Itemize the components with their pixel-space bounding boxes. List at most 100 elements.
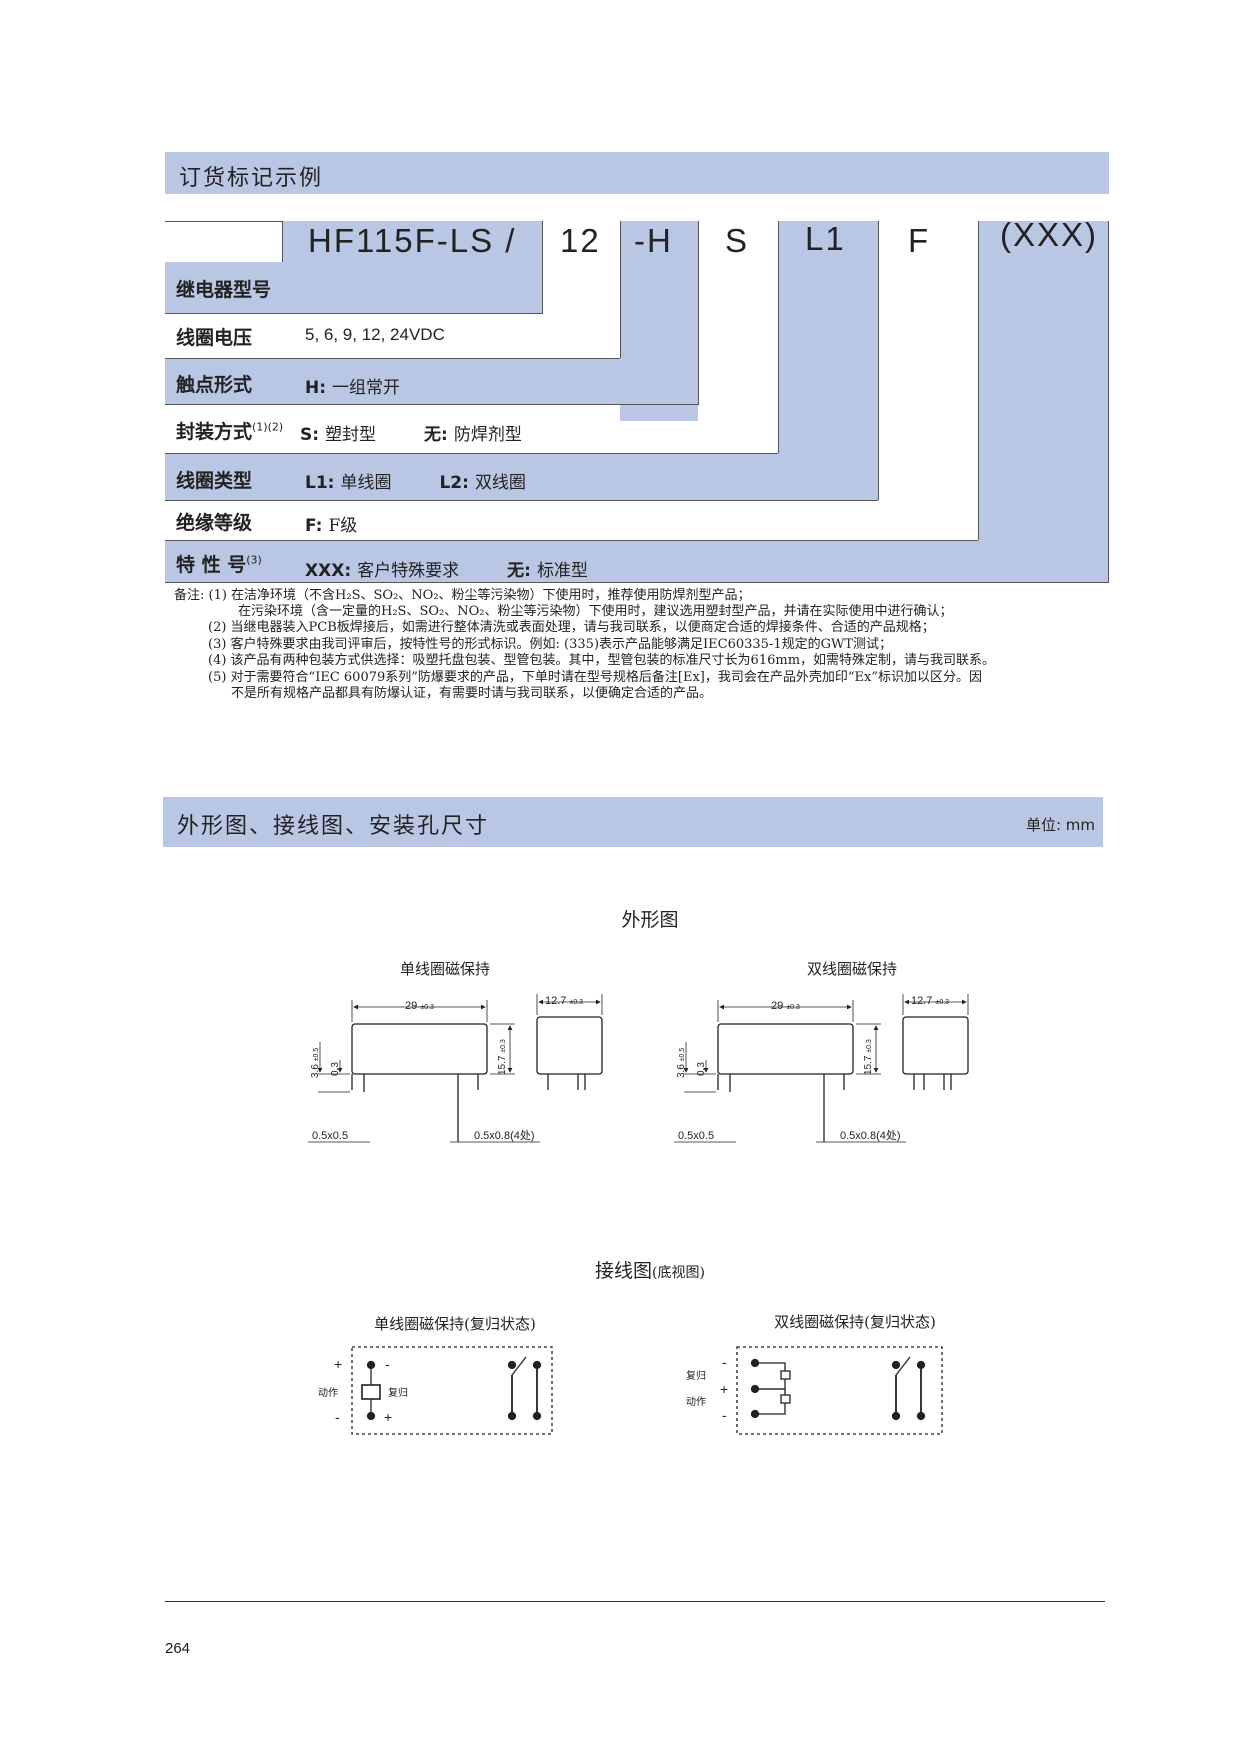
special-key1: XXX:	[305, 561, 352, 581]
outline-single-relay	[308, 994, 603, 1143]
row-label-coil: 线圈类型	[176, 470, 253, 492]
wiring-title-text: 接线图	[595, 1260, 653, 1282]
single-minus-top: -	[385, 1356, 390, 1372]
double-dim-03: 0.3	[696, 1062, 707, 1076]
row-value-voltage: 5, 6, 9, 12, 24VDC	[305, 325, 445, 344]
code-col-voltage	[542, 221, 620, 272]
wiring-single	[351, 1346, 553, 1435]
note-1: 备注: (1) 在洁净环境（不含H₂S、SO₂、NO₂、粉尘等污染物）下使用时，…	[174, 588, 751, 603]
double-dim-127: 12.7 ±0.3	[911, 995, 949, 1007]
code-special: (XXX)	[1000, 216, 1099, 253]
single-action: 动作	[318, 1387, 338, 1399]
wiring-title: 接线图(底视图)	[540, 1256, 760, 1283]
single-dim-127: 12.7 ±0.3	[545, 995, 583, 1007]
row-bg-special	[165, 540, 1108, 582]
dimensions-banner: 外形图、接线图、安装孔尺寸 单位: mm	[163, 797, 1103, 847]
special-label: 特 性 号	[176, 554, 247, 576]
double-minus-top: -	[722, 1354, 727, 1370]
coil-key1: L1:	[305, 473, 335, 493]
single-plus-bottom: +	[384, 1409, 392, 1425]
footer-rule	[165, 1601, 1105, 1602]
double-dim-36: 3.6 ±0.5	[676, 1048, 687, 1078]
code-package: S	[725, 222, 750, 259]
note-1b: 在污染环境（含一定量的H₂S、SO₂、NO₂、粉尘等污染物）下使用时，建议选用塑…	[238, 604, 953, 619]
special-val1: 客户特殊要求	[357, 561, 460, 581]
note-3: (3) 客户特殊要求由我司评审后，按特性号的形式标识。例如: (335)表示产品…	[208, 637, 893, 652]
single-minus-bottom: -	[335, 1409, 340, 1425]
single-plus-top: +	[334, 1356, 342, 1372]
code-model: HF115F-LS /	[308, 222, 517, 259]
package-label: 封装方式	[176, 421, 253, 443]
code-contact: -H	[634, 222, 673, 259]
row-label-special: 特 性 号(3)	[176, 550, 262, 577]
row-value-package: S:塑封型 无:防焊剂型	[300, 420, 522, 445]
row-value-insulation: F:F级	[305, 511, 357, 536]
double-reset: 复归	[686, 1369, 706, 1382]
row-label-model: 继电器型号	[176, 279, 272, 301]
package-val2: 防焊剂型	[453, 425, 522, 445]
special-val2: 标准型	[536, 561, 588, 581]
outline-double-label: 双线圈磁保持	[806, 960, 897, 978]
outline-double-relay	[674, 994, 969, 1143]
single-dim-157: 15.7 ±0.3	[497, 1039, 508, 1075]
coil-val1: 单线圈	[340, 473, 392, 493]
wiring-single-label: 单线圈磁保持(复归状态)	[374, 1315, 536, 1333]
code-col-special	[978, 221, 1108, 582]
row-label-voltage: 线圈电压	[176, 327, 253, 349]
wiring-double	[736, 1346, 943, 1435]
special-key2: 无:	[507, 561, 531, 581]
code-col-insulation	[878, 221, 978, 272]
double-minus-bottom: -	[722, 1407, 727, 1423]
insulation-val: F级	[328, 516, 358, 536]
dimensions-title: 外形图、接线图、安装孔尺寸	[177, 814, 490, 839]
single-dim-29: 29 ±0.3	[405, 1000, 434, 1012]
package-key2: 无:	[424, 425, 448, 445]
note-4: (4) 该产品有两种包装方式供选择：吸塑托盘包装、型管包装。其中，型管包装的标准…	[208, 653, 996, 668]
code-coil: L1	[805, 220, 846, 257]
unit-label: 单位: mm	[1025, 816, 1095, 834]
single-dim-pin2: 0.5x0.8(4处)	[474, 1129, 535, 1142]
row-label-contact: 触点形式	[176, 374, 253, 396]
note-2: (2) 当继电器装入PCB板焊接后，如需进行整体清洗或表面处理，请与我司联系，以…	[208, 620, 935, 635]
contact-key: H:	[305, 378, 327, 398]
note-5: (5) 对于需要符合“IEC 60079系列”防爆要求的产品，下单时请在型号规格…	[208, 670, 982, 685]
outline-title: 外形图	[621, 909, 679, 931]
single-dim-36: 3.6 ±0.5	[310, 1048, 321, 1078]
wiring-subtitle: (底视图)	[652, 1265, 705, 1281]
package-sup: (1)(2)	[252, 420, 284, 434]
contact-val: 一组常开	[332, 378, 401, 398]
double-dim-157: 15.7 ±0.3	[863, 1039, 874, 1075]
row-bg-contact	[165, 358, 698, 404]
code-insulation: F	[908, 222, 931, 259]
row-label-insulation: 绝缘等级	[176, 512, 253, 534]
double-dim-pin2: 0.5x0.8(4处)	[840, 1129, 901, 1142]
row-bg-model	[165, 262, 542, 313]
row-value-coil: L1:单线圈 L2:双线圈	[305, 468, 526, 493]
wiring-double-label: 双线圈磁保持(复归状态)	[774, 1313, 936, 1331]
code-col-package	[698, 221, 778, 272]
insulation-key: F:	[305, 516, 323, 536]
ordering-banner: 订货标记示例	[165, 152, 1109, 194]
single-reset: 复归	[388, 1386, 408, 1399]
coil-val2: 双线圈	[474, 473, 526, 493]
row-bg-coil	[165, 453, 878, 500]
single-dim-03: 0.3	[330, 1062, 341, 1076]
package-val1: 塑封型	[325, 425, 377, 445]
special-sup: (3)	[246, 553, 262, 567]
row-value-contact: H:一组常开	[305, 373, 400, 398]
double-plus-mid: +	[720, 1381, 728, 1397]
single-dim-pin1: 0.5x0.5	[312, 1130, 348, 1142]
code-voltage: 12	[560, 222, 601, 259]
double-action: 动作	[686, 1396, 706, 1408]
outline-single-label: 单线圈磁保持	[399, 960, 490, 978]
page-number: 264	[165, 1640, 191, 1657]
row-label-package: 封装方式(1)(2)	[176, 417, 283, 444]
double-dim-pin1: 0.5x0.5	[678, 1130, 714, 1142]
package-key1: S:	[300, 425, 320, 445]
coil-key2: L2:	[439, 473, 469, 493]
row-value-special: XXX:客户特殊要求 无:标准型	[305, 556, 588, 581]
note-5b: 不是所有规格产品都具有防爆认证，有需要时请与我司联系，以便确定合适的产品。	[231, 686, 713, 701]
wiring-diagrams: + - 动作 复归 - + - 复归 + 动作 -	[318, 1346, 943, 1435]
ordering-title: 订货标记示例	[179, 166, 324, 191]
outline-drawings: 29 ±0.3 12.7 ±0.3 15.7 ±0.3 3.6 ±0.5 0.3…	[308, 994, 969, 1143]
